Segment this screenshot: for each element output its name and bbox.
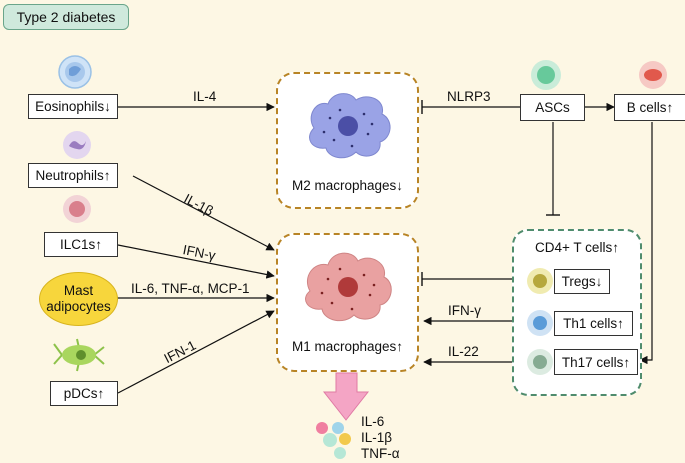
b-cells-box: B cells↑ <box>614 94 685 121</box>
label-ifng-right: IFN-γ <box>448 303 481 318</box>
neutrophil-icon <box>63 131 91 159</box>
b-cell-icon <box>639 61 667 89</box>
arrow-ifng-left <box>117 244 275 279</box>
ascs-box: ASCs <box>520 94 585 121</box>
pdc-icon <box>53 338 105 372</box>
treg-icon <box>527 268 553 294</box>
m2-macrophage-icon <box>309 93 391 159</box>
label-il4: IL-4 <box>193 89 217 104</box>
th1-cells-box: Th1 cells↑ <box>554 311 633 336</box>
mast-adipocytes-cell: Mast adipocytes <box>39 272 118 326</box>
th17-cells-box: Th17 cells↑ <box>554 349 638 375</box>
pdcs-box: pDCs↑ <box>50 381 118 406</box>
m1-macrophage-icon <box>305 252 392 322</box>
m1-macrophage-label: M1 macrophages↑ <box>291 339 404 354</box>
cd4-t-cells-panel: CD4+ T cells↑ Tregs↓ Th1 cells↑ Th17 cel… <box>512 229 642 396</box>
arrow-il1b <box>132 175 275 251</box>
output-arrow <box>322 372 370 421</box>
output-tnfa: TNF-α <box>361 446 400 461</box>
tregs-box: Tregs↓ <box>554 269 610 294</box>
th1-icon <box>527 310 553 336</box>
eosinophil-icon <box>58 55 92 89</box>
cd4-t-cells-title: CD4+ T cells↑ <box>535 240 619 255</box>
m1-macrophage-panel: M1 macrophages↑ <box>276 233 419 372</box>
arrow-ifn1 <box>117 310 275 394</box>
diagram-title: Type 2 diabetes <box>3 4 129 30</box>
neutrophils-box: Neutrophils↑ <box>28 163 118 188</box>
output-il1b: IL-1β <box>361 430 393 445</box>
asc-icon <box>531 60 561 90</box>
mast-adipocytes-label: Mast adipocytes <box>46 283 111 314</box>
arrow-bcells-th17 <box>639 122 653 365</box>
output-il6: IL-6 <box>361 414 385 429</box>
label-il22: IL-22 <box>448 344 479 359</box>
m2-macrophage-panel: M2 macrophages↓ <box>276 72 419 209</box>
label-mast-signals: IL-6, TNF-α, MCP-1 <box>131 281 250 296</box>
ilc1-icon <box>63 195 91 223</box>
ilc1s-box: ILC1s↑ <box>44 232 118 257</box>
th17-icon <box>527 349 553 375</box>
cytokine-bubbles-icon <box>316 422 351 459</box>
eosinophils-box: Eosinophils↓ <box>28 94 118 119</box>
label-nlrp3: NLRP3 <box>447 89 491 104</box>
m2-macrophage-label: M2 macrophages↓ <box>291 178 404 193</box>
